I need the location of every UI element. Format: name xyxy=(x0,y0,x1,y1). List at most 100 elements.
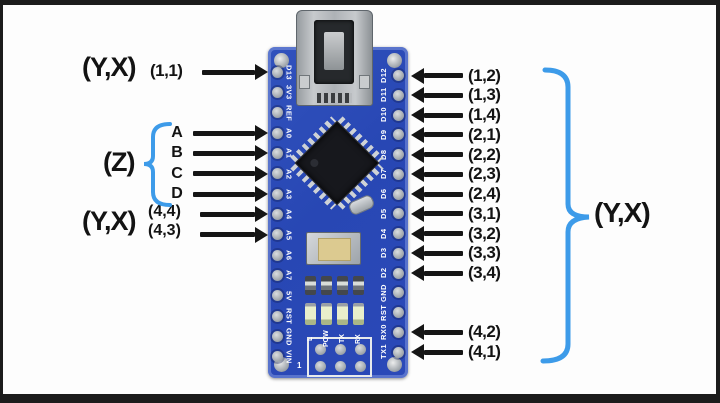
coord-label-1-1: (1,1) xyxy=(150,61,183,80)
led-label-rx: RX xyxy=(355,334,362,344)
usb-tongue xyxy=(324,32,344,70)
frame-border-top xyxy=(0,0,720,5)
z-bracket xyxy=(143,122,172,207)
coord-label-1-2: (1,2) xyxy=(468,65,501,85)
usb-solder-tab xyxy=(359,75,370,89)
frame-border-bottom xyxy=(0,394,720,403)
pin-silkscreen-left-d13: D13 xyxy=(284,64,294,80)
left-bottom-group-label: (Y,X) xyxy=(82,206,137,236)
coord-label-4-4: (4,4) xyxy=(148,203,181,220)
pin-silkscreen-left-a0: A0 xyxy=(284,127,294,139)
led xyxy=(305,303,316,325)
pin-left-vin xyxy=(272,351,283,363)
pin-left-a7 xyxy=(272,270,283,281)
pin-right-gnd xyxy=(393,287,404,299)
pin-silkscreen-left-a1: A1 xyxy=(284,148,294,159)
isp-pad xyxy=(354,343,366,355)
arrow-1-3 xyxy=(411,87,463,104)
pin-silkscreen-right-tx1: TX1 xyxy=(378,344,388,360)
pin-silkscreen-left-3v3: 3V3 xyxy=(284,85,294,100)
resistor xyxy=(321,276,332,295)
led-label-tx: TX xyxy=(339,334,346,344)
pin-right-d9 xyxy=(393,129,404,141)
key-label-a: A xyxy=(171,124,183,142)
arrow-3-1 xyxy=(411,205,463,222)
pin-silkscreen-right-d3: D3 xyxy=(378,248,388,259)
pin-silkscreen-left-a7: A7 xyxy=(284,270,294,281)
coord-label-3-3: (3,3) xyxy=(468,243,501,263)
pin-left-ref xyxy=(272,107,283,119)
key-label-b: B xyxy=(171,144,183,162)
isp-pad xyxy=(334,343,346,355)
pin-left-a6 xyxy=(272,249,283,261)
arrow-2-1 xyxy=(411,126,463,143)
arrow-3-4 xyxy=(411,265,463,281)
pin-right-rx0 xyxy=(393,326,404,338)
coord-label-3-4: (3,4) xyxy=(468,263,501,282)
arrow-key-b xyxy=(193,145,268,162)
pin-silkscreen-left-a6: A6 xyxy=(284,249,294,261)
coord-label-4-3: (4,3) xyxy=(148,222,181,239)
pin-right-rst xyxy=(393,307,404,318)
left-top-group-label: (Y,X) xyxy=(82,52,137,82)
coord-label-4-2: (4,2) xyxy=(468,322,501,342)
coord-label-4-1: (4,1) xyxy=(468,342,501,361)
coord-label-2-4: (2,4) xyxy=(468,184,501,203)
arrow-2-4 xyxy=(411,186,463,202)
coord-label-1-3: (1,3) xyxy=(468,85,501,105)
pin-left-a0 xyxy=(272,127,283,139)
coord-label-1-4: (1,4) xyxy=(468,105,501,124)
pin-right-d12 xyxy=(393,70,404,81)
pin-right-d5 xyxy=(393,208,404,220)
led-label-pow: POW xyxy=(323,330,330,348)
pin-left-a3 xyxy=(272,188,283,200)
led xyxy=(337,303,348,325)
pin-silkscreen-left-a4: A4 xyxy=(284,209,294,220)
frame-border-left xyxy=(0,0,3,403)
reset-button-cap xyxy=(318,238,351,261)
usb-solder-tab xyxy=(299,75,310,89)
pin-silkscreen-left-5v: 5V xyxy=(284,290,294,301)
pin1-marker: 1 xyxy=(297,361,302,370)
arrow-1-4 xyxy=(411,107,463,123)
arrow-key-d xyxy=(193,186,268,203)
pin-left-rst xyxy=(272,310,283,322)
pin-right-d2 xyxy=(393,267,404,279)
frame-border-right xyxy=(716,0,720,403)
pin-right-d8 xyxy=(393,149,404,160)
arrow-2-2 xyxy=(411,146,463,163)
isp-pad xyxy=(314,343,326,355)
pin-left-3v3 xyxy=(272,86,283,98)
pin-right-d11 xyxy=(393,89,404,101)
isp-pad xyxy=(314,360,326,372)
z-group-label: (Z) xyxy=(103,147,136,177)
pin-right-d4 xyxy=(393,228,404,239)
arrow-4-4 xyxy=(200,206,268,223)
resistor xyxy=(337,276,348,295)
isp-pad xyxy=(334,360,346,372)
pin-silkscreen-right-d5: D5 xyxy=(378,208,388,219)
pin-left-a1 xyxy=(272,147,283,159)
led xyxy=(321,303,332,325)
pin-left-a2 xyxy=(272,168,283,180)
coord-label-3-2: (3,2) xyxy=(468,223,501,243)
pin-left-d13 xyxy=(272,66,283,78)
mounting-hole xyxy=(274,53,289,68)
pin-silkscreen-left-a3: A3 xyxy=(284,188,294,200)
arrow-3-2 xyxy=(411,225,463,242)
key-label-c: C xyxy=(171,164,183,182)
pin-silkscreen-left-ref: REF xyxy=(284,104,294,121)
pin-right-d10 xyxy=(393,109,404,121)
arrow-1-1 xyxy=(202,64,268,80)
arrow-4-3 xyxy=(200,226,268,243)
coord-label-2-1: (2,1) xyxy=(468,124,501,144)
pin-silkscreen-left-vin: VIN xyxy=(284,350,294,364)
mounting-hole xyxy=(387,357,402,372)
mounting-hole xyxy=(387,53,402,68)
pin-silkscreen-right-d9: D9 xyxy=(378,129,388,140)
pin-silkscreen-left-a2: A2 xyxy=(284,168,294,179)
key-label-d: D xyxy=(171,185,183,203)
coord-label-3-1: (3,1) xyxy=(468,203,501,223)
pin-left-a4 xyxy=(272,208,283,220)
